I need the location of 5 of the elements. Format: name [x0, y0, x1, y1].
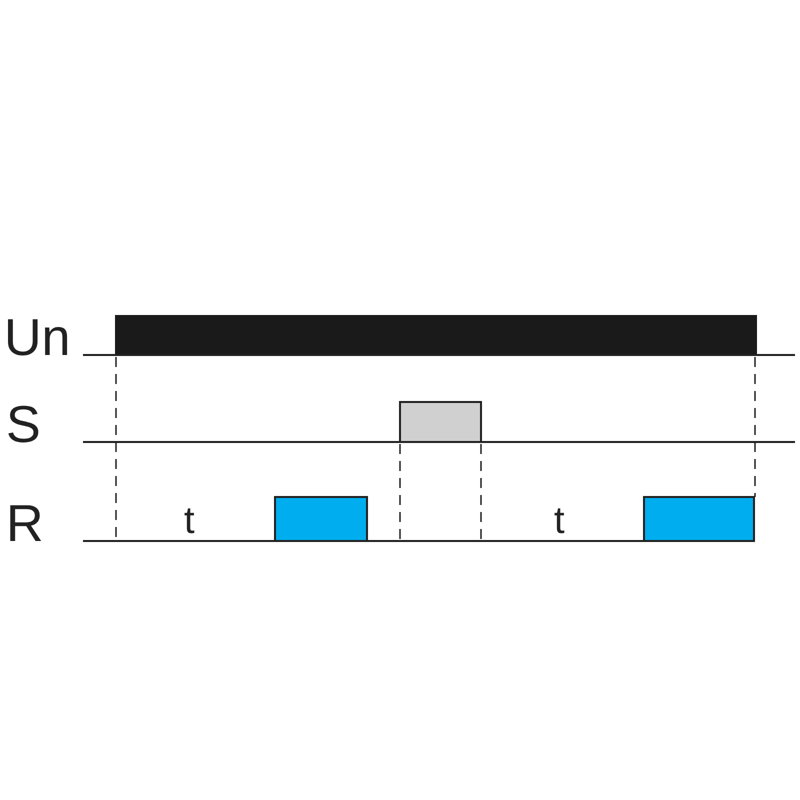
signal-label: S [6, 399, 41, 451]
signal-label: Un [4, 312, 70, 364]
signal-label: R [6, 498, 44, 550]
duration-label: t [554, 502, 565, 540]
duration-label: t [184, 502, 195, 540]
